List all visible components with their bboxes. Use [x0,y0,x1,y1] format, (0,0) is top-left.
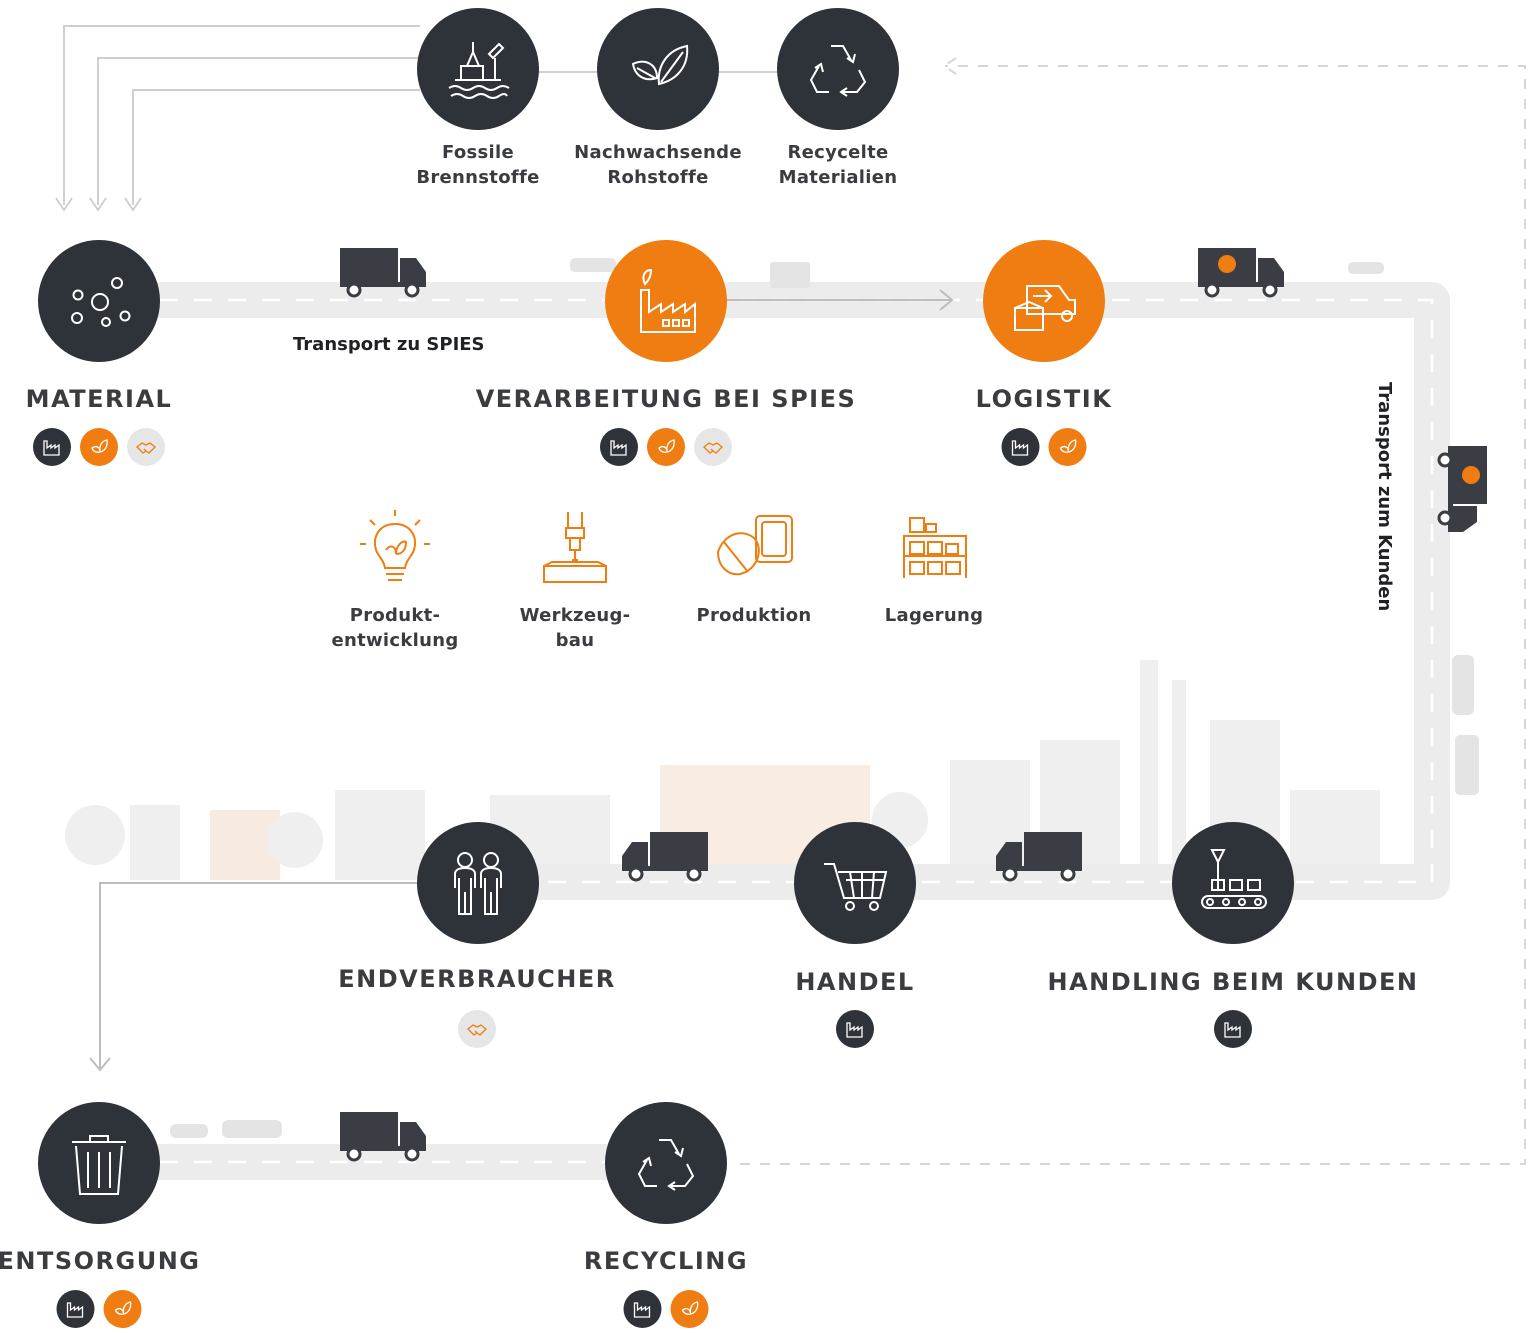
handshake-icon [467,1024,487,1036]
people-icon [454,852,502,915]
source-feed-lines [55,25,778,212]
recycling-loop [740,57,1526,1165]
injection-mold-icon [716,515,793,576]
warehouse-shelf-icon [903,517,967,578]
substep-product-development-label: Produkt- entwicklung [331,605,459,651]
delivery-van-icon [1014,285,1076,331]
truck-icon [340,1112,426,1162]
factory-icon [1011,440,1029,456]
stage-recycling-badges [623,1290,709,1328]
handshake-icon [136,442,156,454]
leaf-icon [681,1301,699,1315]
source-renewable-label: Nachwachsende Rohstoffe [574,142,742,188]
factory-icon [43,440,60,456]
leaf-icon [114,1301,132,1315]
stage-processing-badges [600,428,732,466]
stage-consumer-badges [458,1010,496,1048]
tool-press-icon [543,512,607,583]
stage-material-title: MATERIAL [25,385,173,413]
stage-retail-title: HANDEL [795,968,915,996]
process-arrow [726,289,954,311]
factory-icon [1224,1022,1241,1038]
stage-disposal-badges [56,1290,142,1328]
recycle-arrows-icon [809,45,867,97]
badge-handshake [694,428,732,466]
substep-toolmaking-label: Werkzeug- bau [519,605,631,651]
badge-factory [1214,1010,1252,1048]
faint-vehicles [170,258,1479,1138]
badge-leaf [670,1290,709,1328]
factory-icon [846,1022,863,1038]
factory-icon [640,268,696,333]
leaves-icon [631,44,689,86]
truck-icon [340,248,426,298]
stage-logistics-badges [1001,428,1087,466]
badge-factory [33,428,71,466]
road-dashes [160,298,1434,1164]
stage-customer-handling-title: HANDLING BEIM KUNDEN [1047,968,1419,996]
oil-rig-icon [448,42,510,99]
stage-customer-handling-badges [1214,1010,1252,1048]
badge-factory [56,1290,95,1328]
badge-leaf [103,1290,142,1328]
stage-processing-title: VERARBEITUNG BEI SPIES [475,385,857,413]
leaf-icon [91,439,108,453]
truck-icon [996,832,1082,882]
trash-can-icon [72,1135,126,1195]
stage-logistics-node [983,240,1105,362]
conveyor-icon [1201,849,1267,909]
badge-leaf [1048,428,1087,466]
badge-leaf [80,428,118,466]
stage-retail-badges [836,1010,874,1048]
stage-recycling-title: RECYCLING [583,1247,749,1275]
leaf-icon [1059,439,1077,453]
stage-recycling-node [605,1102,727,1224]
source-renewable-node [597,8,719,130]
particles-icon [71,277,131,327]
stage-disposal-node [38,1102,160,1224]
handshake-icon [703,442,723,454]
stage-retail-node [794,822,916,944]
badge-handshake [127,428,165,466]
shopping-cart-icon [824,863,888,911]
truck-icon [622,832,708,882]
stage-consumer-title: ENDVERBRAUCHER [338,965,616,993]
source-recycled-node [777,8,899,130]
substep-storage-label: Lagerung [884,605,984,626]
factory-icon [66,1302,84,1318]
factory-icon [610,440,627,456]
badge-factory [600,428,638,466]
factory-icon [633,1302,651,1318]
source-fossile-label: Fossile Brennstoffe [416,142,540,188]
badge-leaf [647,428,685,466]
stage-customer-handling-node [1172,822,1294,944]
stage-material-node [38,240,160,362]
truck-icon [1437,446,1487,532]
recycle-icon [637,1139,695,1191]
leaf-icon [658,439,675,453]
badge-handshake [458,1010,496,1048]
route-to-spies-label: Transport zu SPIES [293,334,485,355]
lightbulb-icon [360,510,430,581]
source-fossile-node [417,8,539,130]
source-recycled-label: Recycelte Materialien [778,142,898,188]
route-to-customer-label: Transport zum Kunden [1374,382,1395,612]
badge-factory [1001,428,1040,466]
badge-factory [623,1290,662,1328]
disposal-line [89,882,418,1072]
truck-icon [1198,248,1284,298]
substep-production-label: Produktion [696,605,812,626]
stage-material-badges [33,428,165,466]
stage-processing-node [605,240,727,362]
badge-factory [836,1010,874,1048]
stage-logistics-title: LOGISTIK [975,385,1113,413]
stage-disposal-title: ENTSORGUNG [0,1247,201,1275]
stage-consumer-node [417,822,539,944]
